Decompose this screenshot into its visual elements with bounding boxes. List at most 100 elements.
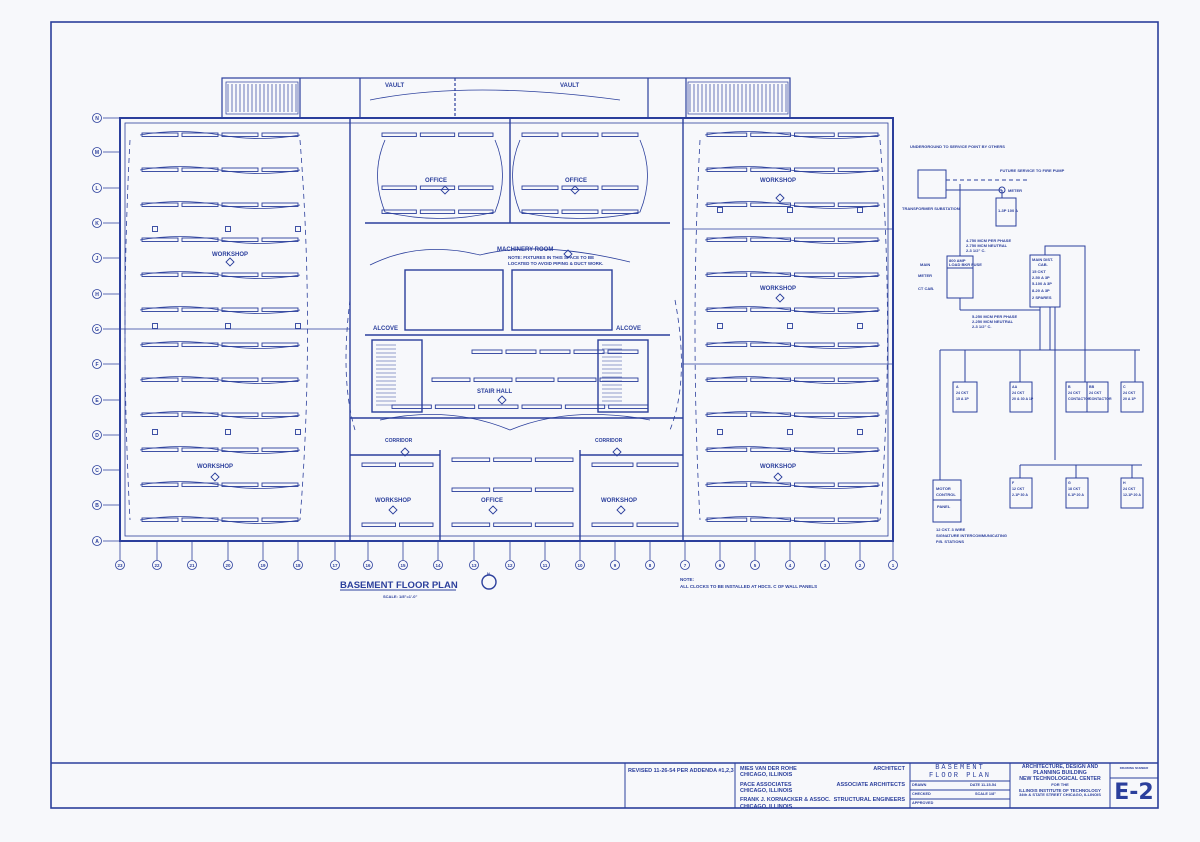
riser-legend: SIGNATURE INTERCOMMUNICATING [936, 533, 1007, 538]
room-label: CORRIDOR [385, 438, 413, 444]
room-label: VAULT [385, 83, 404, 89]
room-label: VAULT [560, 83, 579, 89]
fluorescent-fixture [837, 412, 879, 417]
fluorescent-fixture [591, 522, 634, 527]
fluorescent-fixture [750, 202, 791, 207]
fluorescent-fixture [837, 237, 879, 242]
circuit-run [139, 201, 301, 209]
fluorescent-fixture [750, 377, 791, 382]
panel-label: 18 CKT [1068, 487, 1081, 491]
fluorescent-fixture [221, 482, 259, 487]
fluorescent-fixture [794, 307, 835, 312]
fluorescent-fixture [561, 185, 599, 190]
riser-note: TRANSFORMER SUBSTATION [902, 206, 960, 211]
circuit-run [369, 89, 621, 101]
scale-label: SCALE 1/8" [975, 792, 997, 796]
fluorescent-fixture [794, 412, 835, 417]
fluorescent-fixture [561, 132, 599, 137]
fluorescent-fixture [591, 462, 634, 467]
fluorescent-fixture [221, 447, 259, 452]
fluorescent-fixture [794, 132, 835, 137]
fluorescent-fixture [534, 457, 574, 462]
column-label: 15 [400, 563, 406, 568]
circuit-run [139, 131, 301, 139]
fluorescent-fixture [471, 349, 503, 354]
row-label: N [95, 116, 99, 122]
grid-bubble [540, 560, 550, 570]
row-label: E [95, 398, 99, 404]
sheet-border [50, 21, 1159, 809]
fluorescent-fixture [261, 447, 299, 452]
column-label: 22 [154, 563, 160, 568]
revision-note: REVISED 11-26-54 PER ADDENDA #1,2,3 [628, 768, 734, 774]
riser-note: MAIN [920, 262, 930, 267]
grid-bubble [258, 560, 268, 570]
row-label: M [95, 150, 99, 156]
grid-bubble [152, 560, 162, 570]
grid-bubble [92, 253, 102, 263]
grid-bubble [888, 560, 898, 570]
architect-city: CHICAGO, ILLINOIS [740, 772, 793, 779]
wall-outlet [225, 429, 231, 435]
grid-bubble [92, 218, 102, 228]
room-number-diamond [616, 505, 626, 515]
riser-note: 8-20 A 3P [1032, 288, 1050, 293]
column-label: 1 [892, 563, 895, 568]
room-number-diamond [775, 293, 785, 303]
grid-bubble [330, 560, 340, 570]
riser-note: CT CAB. [918, 286, 934, 291]
struct-city: CHICAGO, ILLINOIS [740, 803, 793, 810]
fluorescent-fixture [521, 404, 562, 409]
row-label: K [95, 221, 99, 227]
fluorescent-fixture [750, 132, 791, 137]
fluorescent-fixture [601, 185, 639, 190]
column-label: 11 [543, 563, 548, 568]
fluorescent-fixture [221, 517, 259, 522]
fluorescent-fixture [473, 377, 513, 382]
fluorescent-fixture [361, 462, 396, 467]
riser-note: 1-3P 100 A [998, 208, 1018, 213]
column-label: 9 [614, 563, 617, 568]
fluorescent-fixture [561, 209, 599, 214]
grid-bubble [433, 560, 443, 570]
grid-bubble [92, 324, 102, 334]
drawing-title-line: BASEMENT [935, 764, 985, 772]
room-number-diamond [775, 193, 785, 203]
row-label: F [95, 362, 98, 368]
panel-label: F [1012, 481, 1015, 485]
circuit-run [704, 341, 881, 349]
column-grid [92, 113, 898, 570]
circuit-run [669, 299, 682, 431]
riser-note: CAB. [1038, 262, 1048, 267]
riser-note: PANEL [937, 504, 951, 509]
fluorescent-fixture [837, 202, 879, 207]
drawing-number-label: DRAWING NUMBER [1119, 766, 1149, 770]
room-label: OFFICE [481, 498, 503, 504]
fluorescent-fixture [458, 185, 494, 190]
grid-bubble [92, 500, 102, 510]
fluorescent-fixture [399, 522, 434, 527]
wall-outlet [225, 323, 231, 329]
fluorescent-fixture [521, 209, 559, 214]
row-label: H [95, 292, 99, 298]
circuit-run [377, 139, 503, 219]
grid-bubble [92, 289, 102, 299]
panel-label: CONTACTOR [1089, 397, 1112, 401]
room-label: WORKSHOP [760, 464, 796, 470]
circuit-run [704, 516, 881, 524]
project-line: 34th & STATE STREET CHICAGO, ILLINOIS [1019, 791, 1101, 797]
fluorescent-fixture [261, 412, 299, 417]
fluorescent-fixture [493, 522, 532, 527]
grid-bubble [363, 560, 373, 570]
fluorescent-fixture [381, 132, 417, 137]
fluorescent-fixture [221, 132, 259, 137]
fluorescent-fixture [608, 404, 649, 409]
struct-name: FRANK J. KORNACKER & ASSOC. [740, 797, 831, 804]
grid-bubble [92, 113, 102, 123]
panel-label: 15 A 1P [956, 397, 969, 401]
room-number-diamond [225, 257, 235, 267]
row-label: D [95, 433, 99, 439]
fluorescent-fixture [750, 272, 791, 277]
riser-note: CONTROL [936, 492, 956, 497]
circuit-run [139, 271, 301, 279]
